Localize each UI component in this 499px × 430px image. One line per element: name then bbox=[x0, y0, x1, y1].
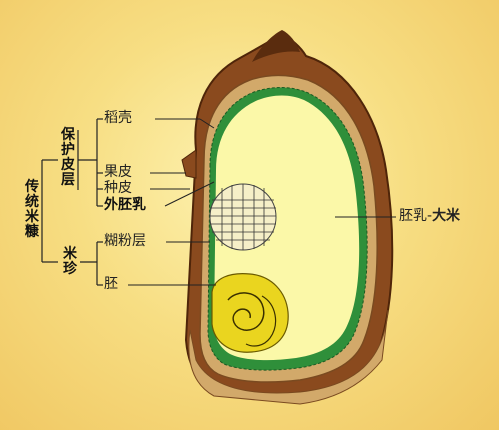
label-embryo: 胚 bbox=[104, 276, 118, 292]
label-rice: 大米 bbox=[432, 208, 460, 224]
label-endosperm: 胚乳 bbox=[399, 208, 427, 224]
label-seed-coat: 种皮 bbox=[104, 180, 132, 196]
group-protective-skin: 保护皮层 bbox=[60, 128, 76, 188]
group-traditional-rice-bran: 传统米糠 bbox=[24, 180, 40, 240]
label-pericarp: 果皮 bbox=[104, 164, 132, 180]
cell-detail-circle bbox=[210, 184, 276, 250]
label-aleurone-layer: 糊粉层 bbox=[104, 233, 146, 249]
label-endosperm-rice: 胚乳-大米 bbox=[399, 208, 460, 224]
label-outer-endosperm: 外胚乳 bbox=[104, 197, 146, 213]
husk-left-lip bbox=[182, 150, 196, 178]
label-husk: 稻壳 bbox=[104, 110, 132, 126]
group-rice-treasure: 米珍 bbox=[62, 247, 78, 277]
